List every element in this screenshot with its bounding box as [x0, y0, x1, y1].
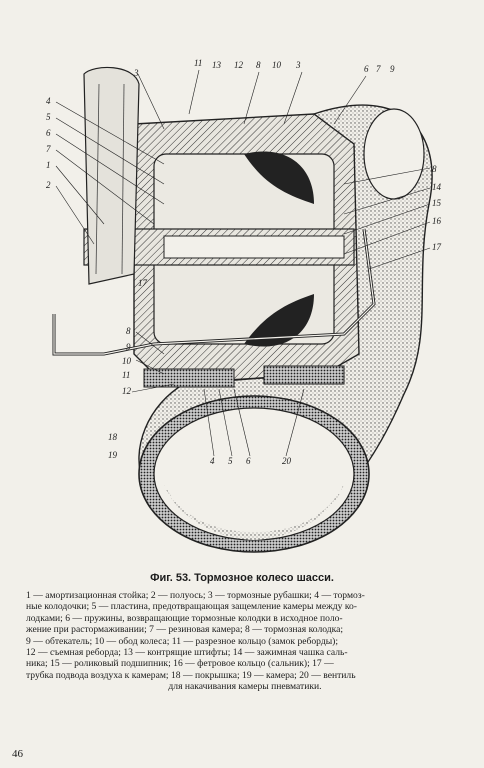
svg-text:7: 7 — [376, 64, 381, 74]
tube-inner — [153, 407, 355, 541]
svg-text:11: 11 — [122, 370, 130, 380]
svg-text:6: 6 — [46, 128, 51, 138]
legend-line: 9 — обтекатель; 10 — обод колеса; 11 — р… — [26, 635, 339, 647]
svg-text:13: 13 — [212, 60, 222, 70]
technical-illustration: 3 11 13 12 8 10 3 6 7 9 4 5 6 7 1 2 17 8… — [46, 58, 442, 553]
svg-text:20: 20 — [282, 456, 292, 466]
svg-text:5: 5 — [46, 112, 51, 122]
svg-text:8: 8 — [432, 164, 437, 174]
svg-text:1: 1 — [46, 160, 51, 170]
svg-text:8: 8 — [126, 326, 131, 336]
svg-text:15: 15 — [432, 198, 442, 208]
legend-line: трубка подвода воздуха к камерам; 18 — п… — [26, 669, 356, 681]
legend-line: ные колодочки; 5 — пластина, предотвраща… — [26, 601, 357, 613]
svg-text:14: 14 — [432, 182, 442, 192]
legend-line: лодками; 6 — пружины, возвращающие тормо… — [26, 612, 343, 624]
svg-text:4: 4 — [210, 456, 215, 466]
figure-legend: 1 — амортизационная стойка; 2 — полуось;… — [26, 590, 464, 693]
svg-text:19: 19 — [108, 450, 118, 460]
callouts-bottom: 4 5 6 20 — [210, 456, 292, 466]
legend-line: ника; 15 — роликовый подшипник; 16 — фет… — [26, 658, 334, 670]
svg-text:12: 12 — [234, 60, 244, 70]
legend-line: для накачивания камеры пневматики. — [168, 681, 322, 693]
svg-text:17: 17 — [138, 278, 148, 288]
brake-wheel-drawing: 3 11 13 12 8 10 3 6 7 9 4 5 6 7 1 2 17 8… — [14, 54, 474, 574]
svg-text:9: 9 — [390, 64, 395, 74]
svg-text:5: 5 — [228, 456, 233, 466]
legend-line: жение при растормаживании; 7 — резиновая… — [26, 624, 344, 636]
svg-text:9: 9 — [126, 342, 131, 352]
shock-strut — [83, 66, 140, 285]
figure-caption: Фиг. 53. Тормозное колесо шасси. — [150, 572, 334, 584]
svg-text:12: 12 — [122, 386, 132, 396]
svg-text:17: 17 — [432, 242, 442, 252]
callouts-right: 8 14 15 16 17 — [432, 164, 442, 252]
svg-text:10: 10 — [122, 356, 132, 366]
svg-text:3: 3 — [133, 68, 139, 78]
svg-text:16: 16 — [432, 216, 442, 226]
callouts-top: 3 11 13 12 8 10 3 6 7 9 — [133, 58, 395, 78]
callouts-left: 4 5 6 7 1 2 17 8 9 10 11 12 18 19 — [46, 96, 148, 460]
svg-text:7: 7 — [46, 144, 51, 154]
svg-text:4: 4 — [46, 96, 51, 106]
svg-text:6: 6 — [364, 64, 369, 74]
legend-line: 1 — амортизационная стойка; 2 — полуось;… — [26, 590, 365, 601]
svg-text:11: 11 — [194, 58, 202, 68]
page-number: 46 — [12, 748, 23, 760]
svg-text:10: 10 — [272, 60, 282, 70]
svg-text:8: 8 — [256, 60, 261, 70]
svg-text:18: 18 — [108, 432, 118, 442]
legend-line: 12 — съемная реборда; 13 — контрящие шти… — [26, 647, 348, 659]
svg-text:2: 2 — [46, 180, 51, 190]
svg-text:3: 3 — [295, 60, 301, 70]
svg-text:6: 6 — [246, 456, 251, 466]
